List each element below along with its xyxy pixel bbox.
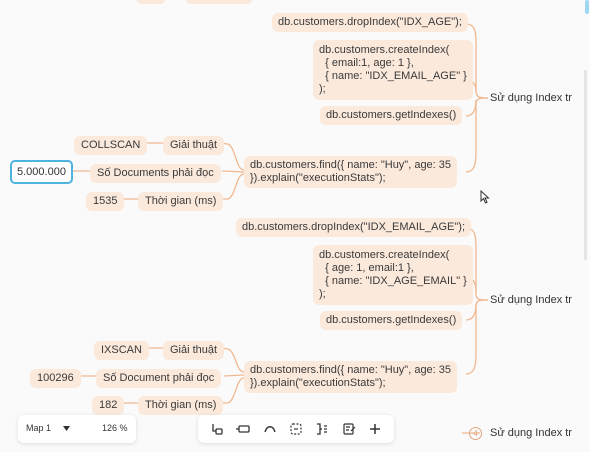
time-value-top[interactable]: 1535 — [86, 192, 125, 211]
collapsed-count-badge[interactable]: 4 — [469, 427, 482, 440]
docs-read-value-top[interactable]: 5.000.000 — [10, 160, 73, 184]
find-query-node-top[interactable]: db.customers.find({ name: "Huy", age: 35… — [244, 156, 458, 188]
add-sibling-topic-icon[interactable] — [233, 419, 253, 439]
note-icon[interactable] — [339, 419, 359, 439]
docs-read-label-top[interactable]: Số Documents phải đọc — [90, 164, 221, 183]
map-name: Map 1 — [26, 423, 52, 433]
get-indexes-node-bottom[interactable]: db.customers.getIndexes() — [320, 311, 463, 330]
get-indexes-node-top[interactable]: db.customers.getIndexes() — [320, 106, 463, 125]
bottom-toolbar — [198, 415, 394, 443]
map-zoom-bar: Map 1 126 % — [18, 415, 136, 443]
create-index-age-email-node[interactable]: db.customers.createIndex( { age: 1, emai… — [313, 245, 473, 305]
find-query-node-bottom[interactable]: db.customers.find({ name: "Huy", age: 35… — [244, 361, 458, 393]
boundary-icon[interactable] — [286, 419, 306, 439]
map-selector[interactable]: Map 1 — [26, 423, 71, 433]
scrollbar-thumb[interactable] — [585, 0, 589, 14]
add-child-topic-icon[interactable] — [207, 419, 227, 439]
caret-down-icon — [63, 425, 71, 431]
drop-index-idx-age-node[interactable]: db.customers.dropIndex("IDX_AGE"); — [272, 13, 468, 32]
branch-label-top[interactable]: Sử dụng Index tr — [490, 92, 572, 104]
mouse-cursor-icon — [480, 190, 490, 204]
add-icon[interactable] — [365, 419, 385, 439]
algorithm-value-top[interactable]: COLLSCAN — [74, 136, 148, 155]
summary-icon[interactable] — [312, 419, 332, 439]
time-label-top[interactable]: Thời gian (ms) — [138, 192, 224, 211]
docs-read-label-bottom[interactable]: Số Document phải đọc — [96, 369, 222, 388]
drop-index-idx-email-age-node[interactable]: db.customers.dropIndex("IDX_EMAIL_AGE"); — [236, 218, 472, 237]
algorithm-value-bottom[interactable]: IXSCAN — [94, 341, 149, 360]
time-label-bottom[interactable]: Thời gian (ms) — [138, 396, 224, 415]
create-index-email-age-node[interactable]: db.customers.createIndex( { email:1, age… — [313, 40, 473, 100]
algorithm-label-bottom[interactable]: Giải thuật — [163, 341, 225, 360]
docs-read-value-bottom[interactable]: 100296 — [30, 369, 81, 388]
scrollbar-track[interactable] — [584, 70, 587, 260]
relationship-icon[interactable] — [260, 419, 280, 439]
time-value-bottom[interactable]: 182 — [92, 396, 125, 415]
branch-label-third[interactable]: Sử dụng Index tr — [490, 427, 572, 439]
branch-label-bottom[interactable]: Sử dụng Index tr — [490, 294, 572, 306]
zoom-level[interactable]: 126 % — [102, 423, 128, 433]
algorithm-label-top[interactable]: Giải thuật — [163, 136, 225, 155]
